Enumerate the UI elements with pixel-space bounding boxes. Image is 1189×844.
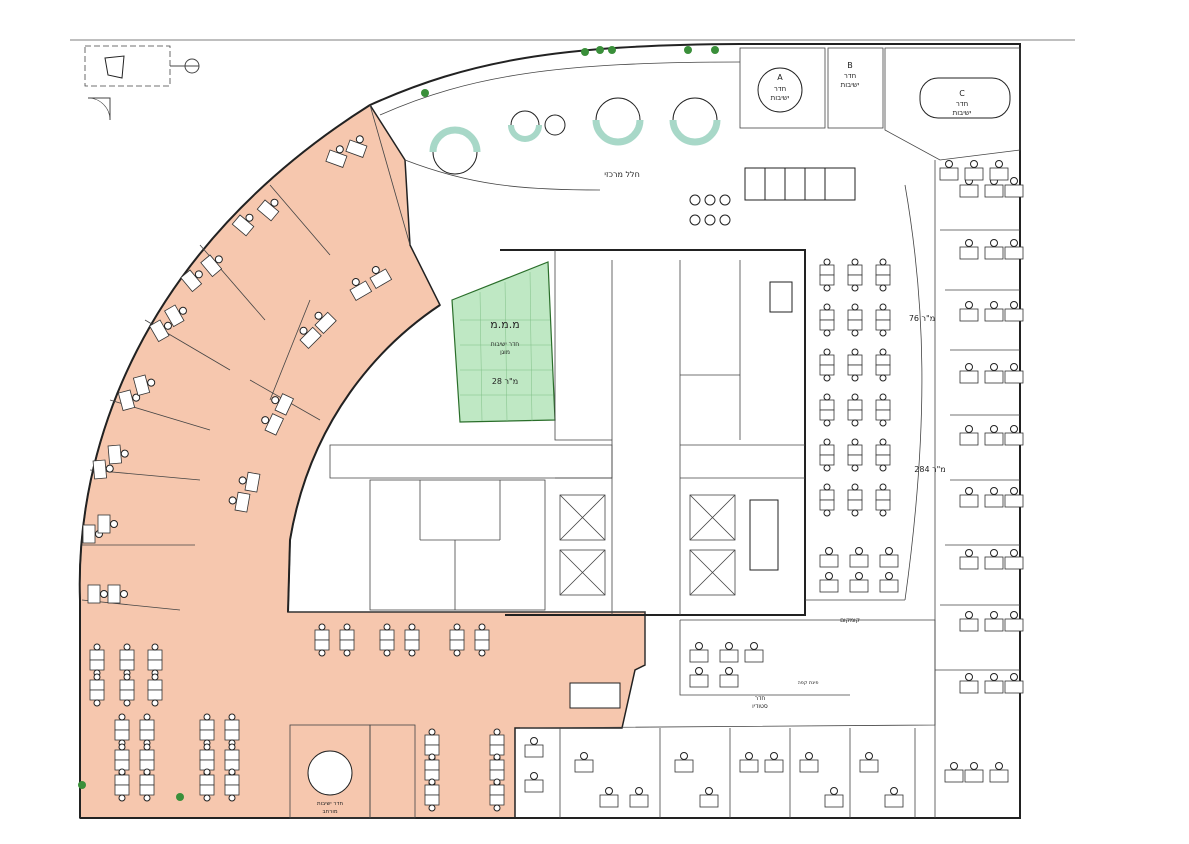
workstation [959, 363, 979, 384]
workstation [875, 393, 891, 427]
mmm-grid [460, 271, 553, 422]
area-284-label: מ"ר 284 [914, 465, 945, 474]
workstation [959, 239, 979, 260]
room-a-name-line1: חדר [774, 85, 786, 93]
room-b-letter: B [847, 61, 853, 70]
workstation [849, 547, 869, 568]
workstation [879, 572, 899, 593]
elevator-shafts [559, 494, 736, 596]
workstation [819, 547, 839, 568]
workstation [524, 737, 544, 758]
room-c-name-line1: חדר [956, 100, 968, 108]
workstation [959, 177, 979, 198]
workstation [599, 787, 619, 808]
workstation [989, 762, 1009, 783]
kitchenette-label: קומקום [840, 617, 860, 624]
workstation [959, 673, 979, 694]
workstation [989, 160, 1009, 181]
workstation [524, 772, 544, 793]
workstation [819, 572, 839, 593]
room-a-name-line2: ישיבות [771, 94, 790, 102]
workstation [939, 160, 959, 181]
workstation [959, 549, 979, 570]
workstation [984, 673, 1004, 694]
coffee-corner-label: פינת קפה [797, 680, 818, 686]
workstation [689, 642, 709, 663]
workstation [719, 667, 739, 688]
workstation [699, 787, 719, 808]
workstation [884, 787, 904, 808]
plants [78, 46, 719, 801]
workstation [959, 425, 979, 446]
workstation [879, 547, 899, 568]
workstation [824, 787, 844, 808]
plan-labels: חלל מרכזי A חדר ישיבות B חדר ישיבות C חד… [317, 61, 972, 815]
room-c-name-line2: ישיבות [953, 109, 972, 117]
workstation [984, 239, 1004, 260]
workstation [875, 348, 891, 382]
workstation [959, 487, 979, 508]
area-76-label: מ"ר 76 [909, 314, 935, 323]
bottom-meeting-line1: חדר ישיבות [317, 801, 344, 807]
workstation [875, 258, 891, 292]
workstation [719, 642, 739, 663]
workstation [739, 752, 759, 773]
lounge-seating [429, 97, 856, 226]
mmm-area-label: מ"ר 28 [492, 377, 518, 386]
workstation [944, 762, 964, 783]
room-b-name-line1: חדר [844, 72, 856, 80]
workstation [847, 438, 863, 472]
workstation [847, 258, 863, 292]
central-space-label: חלל מרכזי [604, 170, 640, 179]
workstation [689, 667, 709, 688]
workstation [849, 572, 869, 593]
workstation [574, 752, 594, 773]
workstation [964, 160, 984, 181]
workstation [629, 787, 649, 808]
workstation [819, 483, 835, 517]
mmm-room-line2: מוגן [500, 349, 510, 356]
open-space-zone-left [78, 103, 646, 819]
workstation [819, 393, 835, 427]
workstation [764, 752, 784, 773]
workstation [847, 483, 863, 517]
workstation [859, 752, 879, 773]
room-c-letter: C [959, 89, 965, 98]
workstation [984, 363, 1004, 384]
workstation [847, 393, 863, 427]
studio-label-line2: סטודיו [752, 703, 768, 710]
workstation [819, 438, 835, 472]
workstation [984, 425, 1004, 446]
workstation [959, 301, 979, 322]
key-symbol [84, 45, 200, 121]
studio-label-line1: חדר [755, 695, 766, 702]
room-a-letter: A [777, 73, 783, 82]
workstation [984, 611, 1004, 632]
workstation [674, 752, 694, 773]
workstation [964, 762, 984, 783]
mmm-label: מ.מ.מ [490, 318, 519, 331]
meeting-tables [307, 67, 1011, 796]
workstation [819, 258, 835, 292]
workstation [744, 642, 764, 663]
workstation [875, 303, 891, 337]
workstation [875, 483, 891, 517]
workstation [799, 752, 819, 773]
workstation [819, 303, 835, 337]
workstation [984, 487, 1004, 508]
workstation [819, 348, 835, 382]
building-walls [78, 43, 1021, 819]
room-b-name-line2: ישיבות [841, 81, 860, 89]
workstation [847, 348, 863, 382]
bottom-meeting-line2: מורחב [322, 809, 337, 815]
workstation [875, 438, 891, 472]
mmm-room-line1: חדר ישיבות [491, 341, 520, 348]
workstation [959, 611, 979, 632]
workstation [847, 303, 863, 337]
workstation [984, 177, 1004, 198]
workstation [984, 549, 1004, 570]
workstation [984, 301, 1004, 322]
